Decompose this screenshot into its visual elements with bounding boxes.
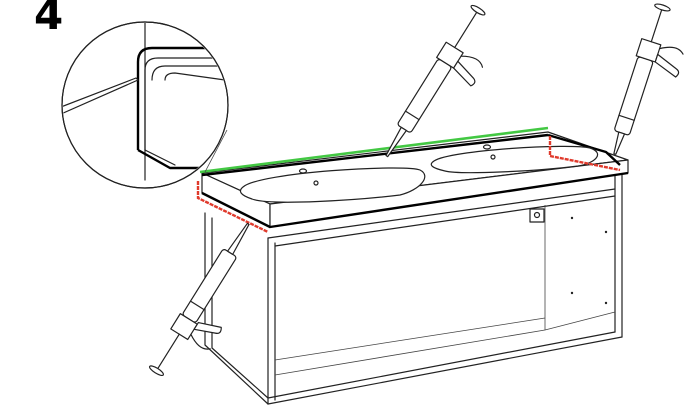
- step-number: 4: [34, 0, 64, 39]
- sealant-markings: [196, 126, 621, 234]
- sealant-line-front-right: [548, 136, 621, 172]
- caulking-gun-icon: [148, 222, 250, 376]
- caulking-gun-icon: [385, 4, 486, 158]
- double-washbasin: [201, 131, 629, 229]
- sealant-line-front-left: [196, 181, 269, 234]
- magnifier-detail-icon: [61, 21, 229, 189]
- caulking-gun-icon: [613, 3, 684, 155]
- cabinet-frame: [204, 171, 623, 405]
- sealant-line-back: [199, 126, 549, 174]
- wall-bracket-icon: [529, 208, 545, 223]
